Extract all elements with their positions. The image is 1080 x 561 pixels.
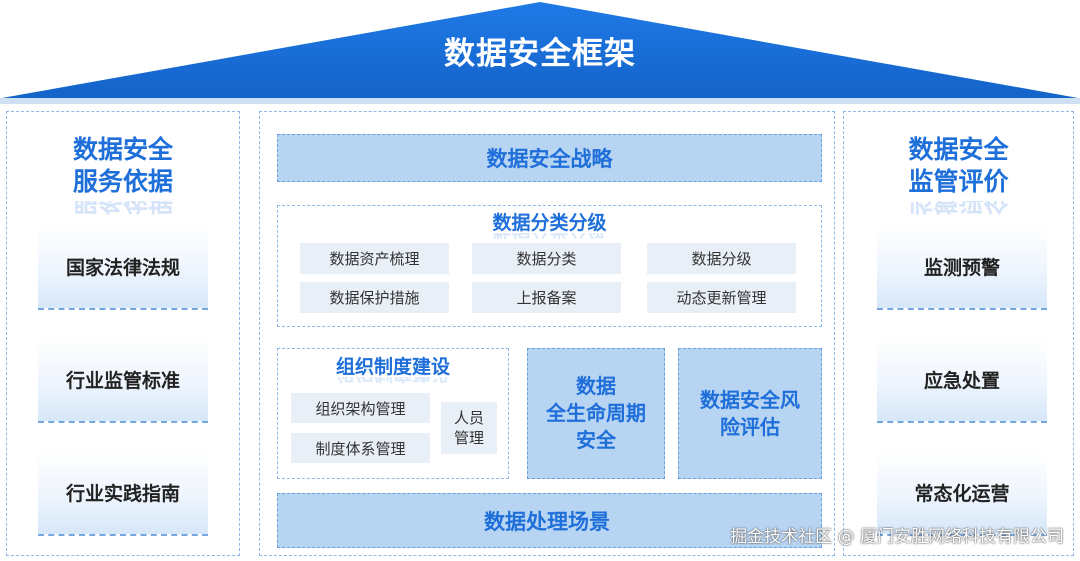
chip-asset-inventory: 数据资产梳理 [300, 243, 449, 274]
classification-title: 数据分类分级 [492, 212, 607, 234]
roof-eave [0, 98, 1080, 104]
lifecycle-line1: 数据 [576, 374, 616, 398]
roof [0, 2, 1080, 104]
left-title-line2: 服务依据 [72, 167, 173, 196]
chip-dynamic-update: 动态更新管理 [647, 282, 796, 313]
chip-filing: 上报备案 [472, 282, 621, 313]
right-item-emergency: 应急处置 [877, 338, 1047, 423]
chip-protection: 数据保护措施 [300, 282, 449, 313]
left-item-law: 国家法律法规 [38, 225, 208, 310]
right-title-reflection: 监管评价 [908, 201, 1009, 216]
framework-title: 数据安全框架 [444, 36, 636, 72]
left-item-regulation: 行业监管标准 [38, 338, 208, 423]
center-column [259, 111, 835, 556]
risk-line2: 险评估 [720, 414, 780, 439]
scenarios-band: 数据处理场景 [277, 493, 822, 548]
chip-org-structure: 组织架构管理 [291, 393, 430, 423]
organization-title: 组织制度建设 [335, 356, 450, 378]
strategy-band: 数据安全战略 [277, 134, 822, 182]
personnel-line2: 管理 [453, 429, 484, 447]
risk-assessment-block: 数据安全风 险评估 [678, 348, 822, 479]
personnel-line1: 人员 [453, 409, 484, 427]
roof-shape [2, 2, 1078, 98]
chip-policy-system: 制度体系管理 [291, 433, 430, 463]
chip-data-classify: 数据分类 [472, 243, 621, 274]
left-title-reflection: 服务依据 [72, 201, 173, 216]
watermark: 掘金技术社区 @ 厦门安胜网络科技有限公司 [730, 527, 1064, 547]
chip-personnel: 人员 管理 [441, 402, 497, 454]
chip-data-grading: 数据分级 [647, 243, 796, 274]
organization-title-reflection: 组织制度建设 [277, 377, 509, 388]
lifecycle-block: 数据 全生命周期 安全 [527, 348, 665, 479]
lifecycle-line2: 全生命周期 [546, 401, 646, 425]
right-item-operation: 常态化运营 [877, 451, 1047, 536]
right-title-line2: 监管评价 [908, 167, 1009, 196]
right-title-line1: 数据安全 [908, 135, 1009, 164]
right-item-monitor: 监测预警 [877, 225, 1047, 310]
risk-line1: 数据安全风 [700, 387, 800, 412]
lifecycle-line3: 安全 [576, 428, 616, 452]
left-item-practice: 行业实践指南 [38, 451, 208, 536]
left-title-line1: 数据安全 [72, 135, 173, 164]
